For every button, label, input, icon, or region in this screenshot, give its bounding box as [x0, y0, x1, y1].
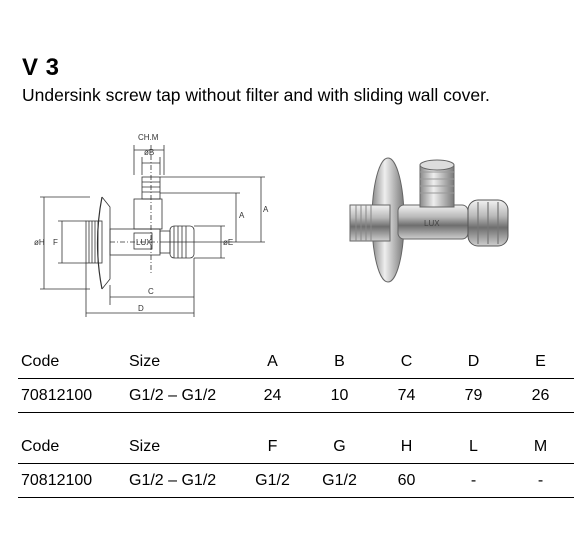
table-cell: G1/2 – G1/2 [129, 463, 239, 498]
table-cell: G1/2 [306, 463, 373, 498]
table-header-row: Code Size F G H L M [18, 430, 574, 464]
table-header-cell: F [239, 430, 306, 464]
dim-label-c: C [148, 287, 154, 296]
product-photo: LUX [349, 157, 509, 283]
table-header-cell: A [239, 345, 306, 379]
table-cell: - [440, 463, 507, 498]
table-header-cell: L [440, 430, 507, 464]
table-header-cell: C [373, 345, 440, 379]
table-header-cell: Size [129, 430, 239, 464]
table-header-cell: D [440, 345, 507, 379]
table-cell: G1/2 – G1/2 [129, 378, 239, 413]
table-cell: 70812100 [18, 463, 129, 498]
table-row: 70812100 G1/2 – G1/2 24 10 74 79 26 [18, 378, 574, 413]
table-header-row: Code Size A B C D E [18, 345, 574, 379]
table-header-cell: E [507, 345, 574, 379]
dim-label-h: øH [34, 238, 45, 247]
table-cell: 70812100 [18, 378, 129, 413]
table-cell: 60 [373, 463, 440, 498]
technical-drawing: CH.M øB A A øH F øE C D LUX [34, 133, 269, 317]
dim-label-e: øE [223, 238, 233, 247]
dim-label-chm: CH.M [138, 133, 159, 142]
dimensions-table-1: Code Size A B C D E 70812100 G1/2 – G1/2… [18, 345, 574, 413]
table-header-cell: M [507, 430, 574, 464]
drawing-lux-mark: LUX [136, 238, 152, 247]
table-cell: 79 [440, 378, 507, 413]
table-cell: 24 [239, 378, 306, 413]
table-header-cell: G [306, 430, 373, 464]
dim-label-d: D [138, 304, 144, 313]
table-header-cell: Code [18, 430, 129, 464]
table-cell: 26 [507, 378, 574, 413]
photo-lux-engraving: LUX [424, 219, 440, 228]
product-description: Undersink screw tap without filter and w… [22, 85, 490, 105]
product-title: V 3 [22, 54, 60, 81]
dimensions-table-2: Code Size F G H L M 70812100 G1/2 – G1/2… [18, 430, 574, 498]
table-cell: G1/2 [239, 463, 306, 498]
table-header-cell: Size [129, 345, 239, 379]
table-header-cell: Code [18, 345, 129, 379]
table-cell: - [507, 463, 574, 498]
dim-label-a-inner: A [239, 211, 245, 220]
table-row: 70812100 G1/2 – G1/2 G1/2 G1/2 60 - - [18, 463, 574, 498]
dim-label-b: øB [144, 148, 154, 157]
table-header-cell: H [373, 430, 440, 464]
dim-label-a-outer: A [263, 205, 269, 214]
table-cell: 10 [306, 378, 373, 413]
table-header-cell: B [306, 345, 373, 379]
dim-label-f: F [53, 238, 58, 247]
table-cell: 74 [373, 378, 440, 413]
